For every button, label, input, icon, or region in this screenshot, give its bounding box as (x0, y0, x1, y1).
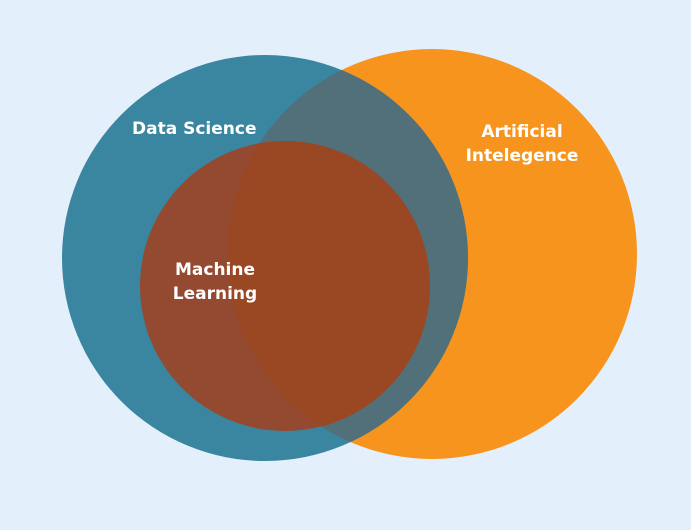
artificial-intelligence-label: Artificial Intelegence (462, 120, 582, 168)
ml-label-line2: Learning (172, 284, 258, 304)
ml-ai-overlap (227, 141, 430, 431)
ai-label-line2: Intelegence (465, 146, 579, 166)
ml-label-line1: Machine (174, 260, 256, 280)
ai-label-line1: Artificial (481, 122, 563, 142)
machine-learning-label: Machine Learning (160, 258, 270, 306)
data-science-label: Data Science (132, 119, 257, 139)
